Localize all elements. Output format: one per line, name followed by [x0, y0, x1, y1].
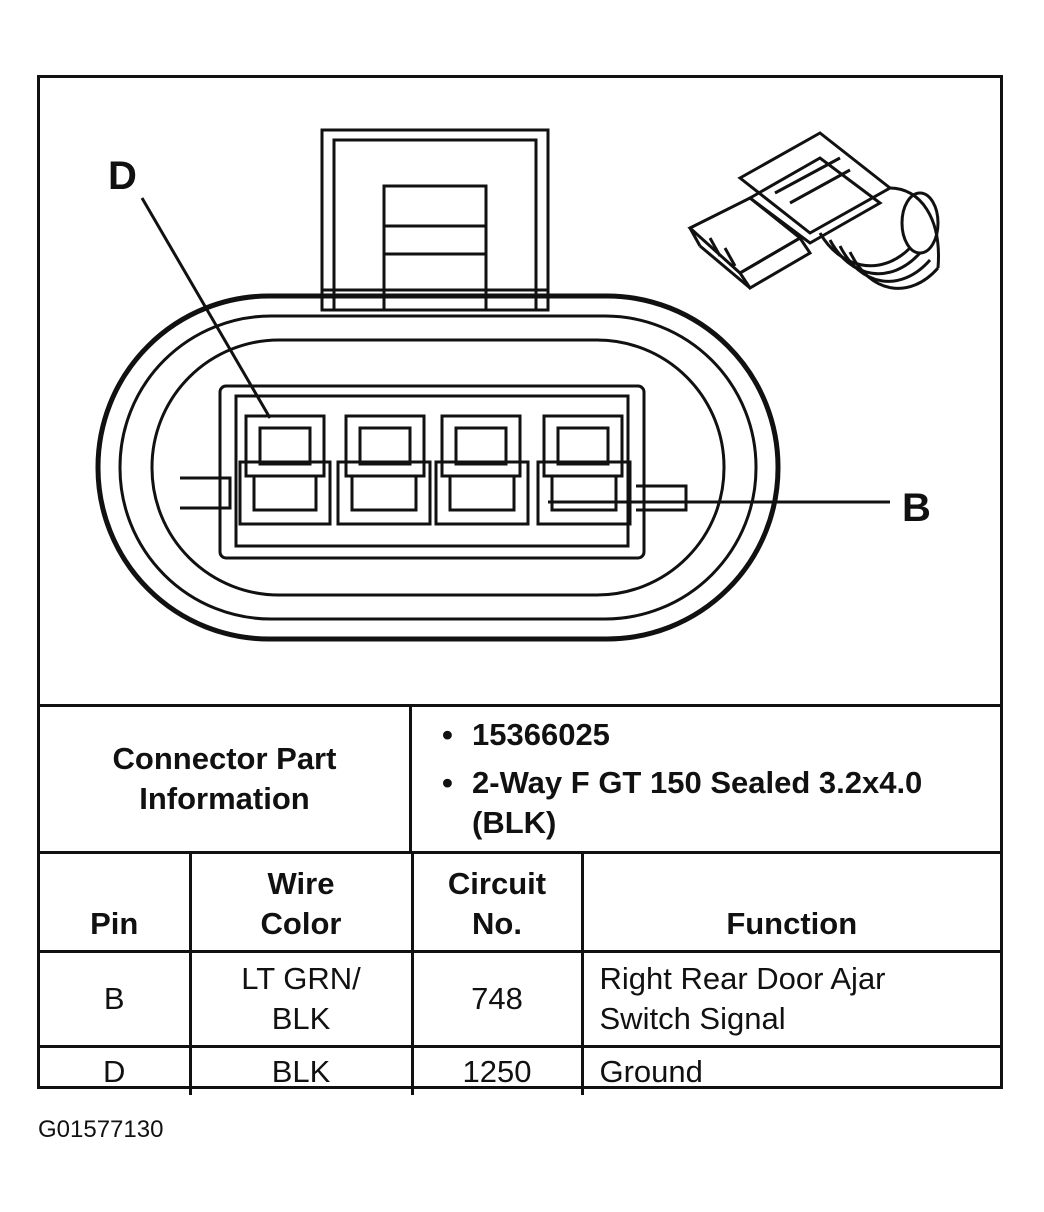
header-circuit-no: Circuit No. — [410, 851, 584, 953]
terminal-cavity — [542, 414, 624, 478]
cell-pin: B — [40, 950, 192, 1048]
table-header-row: Pin Wire Color Circuit No. Function — [40, 851, 1000, 953]
header-wire-color: Wire Color — [188, 851, 414, 953]
header-function: Function — [580, 851, 1000, 953]
connector-info-list: 15366025 2-Way F GT 150 Sealed 3.2x4.0 (… — [412, 707, 1000, 851]
figure-id: G01577130 — [38, 1116, 164, 1143]
pin-table: Pin Wire Color Circuit No. Function B LT… — [40, 851, 1000, 1095]
connector-info-row: Connector Part Information 15366025 2-Wa… — [40, 704, 1000, 851]
table-row: D BLK 1250 Ground — [40, 1045, 1000, 1095]
diagram-frame: D B Connector Part Information 15366025 … — [37, 75, 1003, 1095]
terminal-cavity — [434, 460, 530, 526]
connector-face-icon — [95, 128, 940, 642]
terminal-cavity — [336, 460, 432, 526]
callout-b: B — [902, 486, 931, 530]
cell-pin: D — [40, 1045, 192, 1095]
connector-diagram: D B — [40, 78, 1000, 704]
locking-tab — [320, 128, 550, 312]
connector-housing — [95, 293, 781, 642]
cell-function: Right Rear Door Ajar Switch Signal — [580, 950, 1000, 1048]
callout-d-leader — [140, 197, 272, 419]
header-pin: Pin — [40, 851, 192, 953]
terminal-cavity — [244, 414, 326, 478]
terminal-cavity — [440, 414, 522, 478]
cell-circuit-no: 748 — [410, 950, 584, 1048]
connector-description: 2-Way F GT 150 Sealed 3.2x4.0 (BLK) — [442, 763, 972, 843]
callout-d: D — [108, 154, 137, 198]
terminal-cavity — [344, 414, 426, 478]
connector-part-number: 15366025 — [442, 715, 972, 755]
table-row: B LT GRN/ BLK 748 Right Rear Door Ajar S… — [40, 950, 1000, 1048]
terminal-cavity — [238, 460, 332, 526]
connector-3d-view-icon — [687, 131, 940, 291]
cell-function: Ground — [580, 1045, 1000, 1095]
cell-circuit-no: 1250 — [410, 1045, 584, 1095]
cell-wire-color: BLK — [188, 1045, 414, 1095]
terminal-cavity — [536, 460, 632, 526]
connector-info-label: Connector Part Information — [40, 707, 412, 851]
cell-wire-color: LT GRN/ BLK — [188, 950, 414, 1048]
